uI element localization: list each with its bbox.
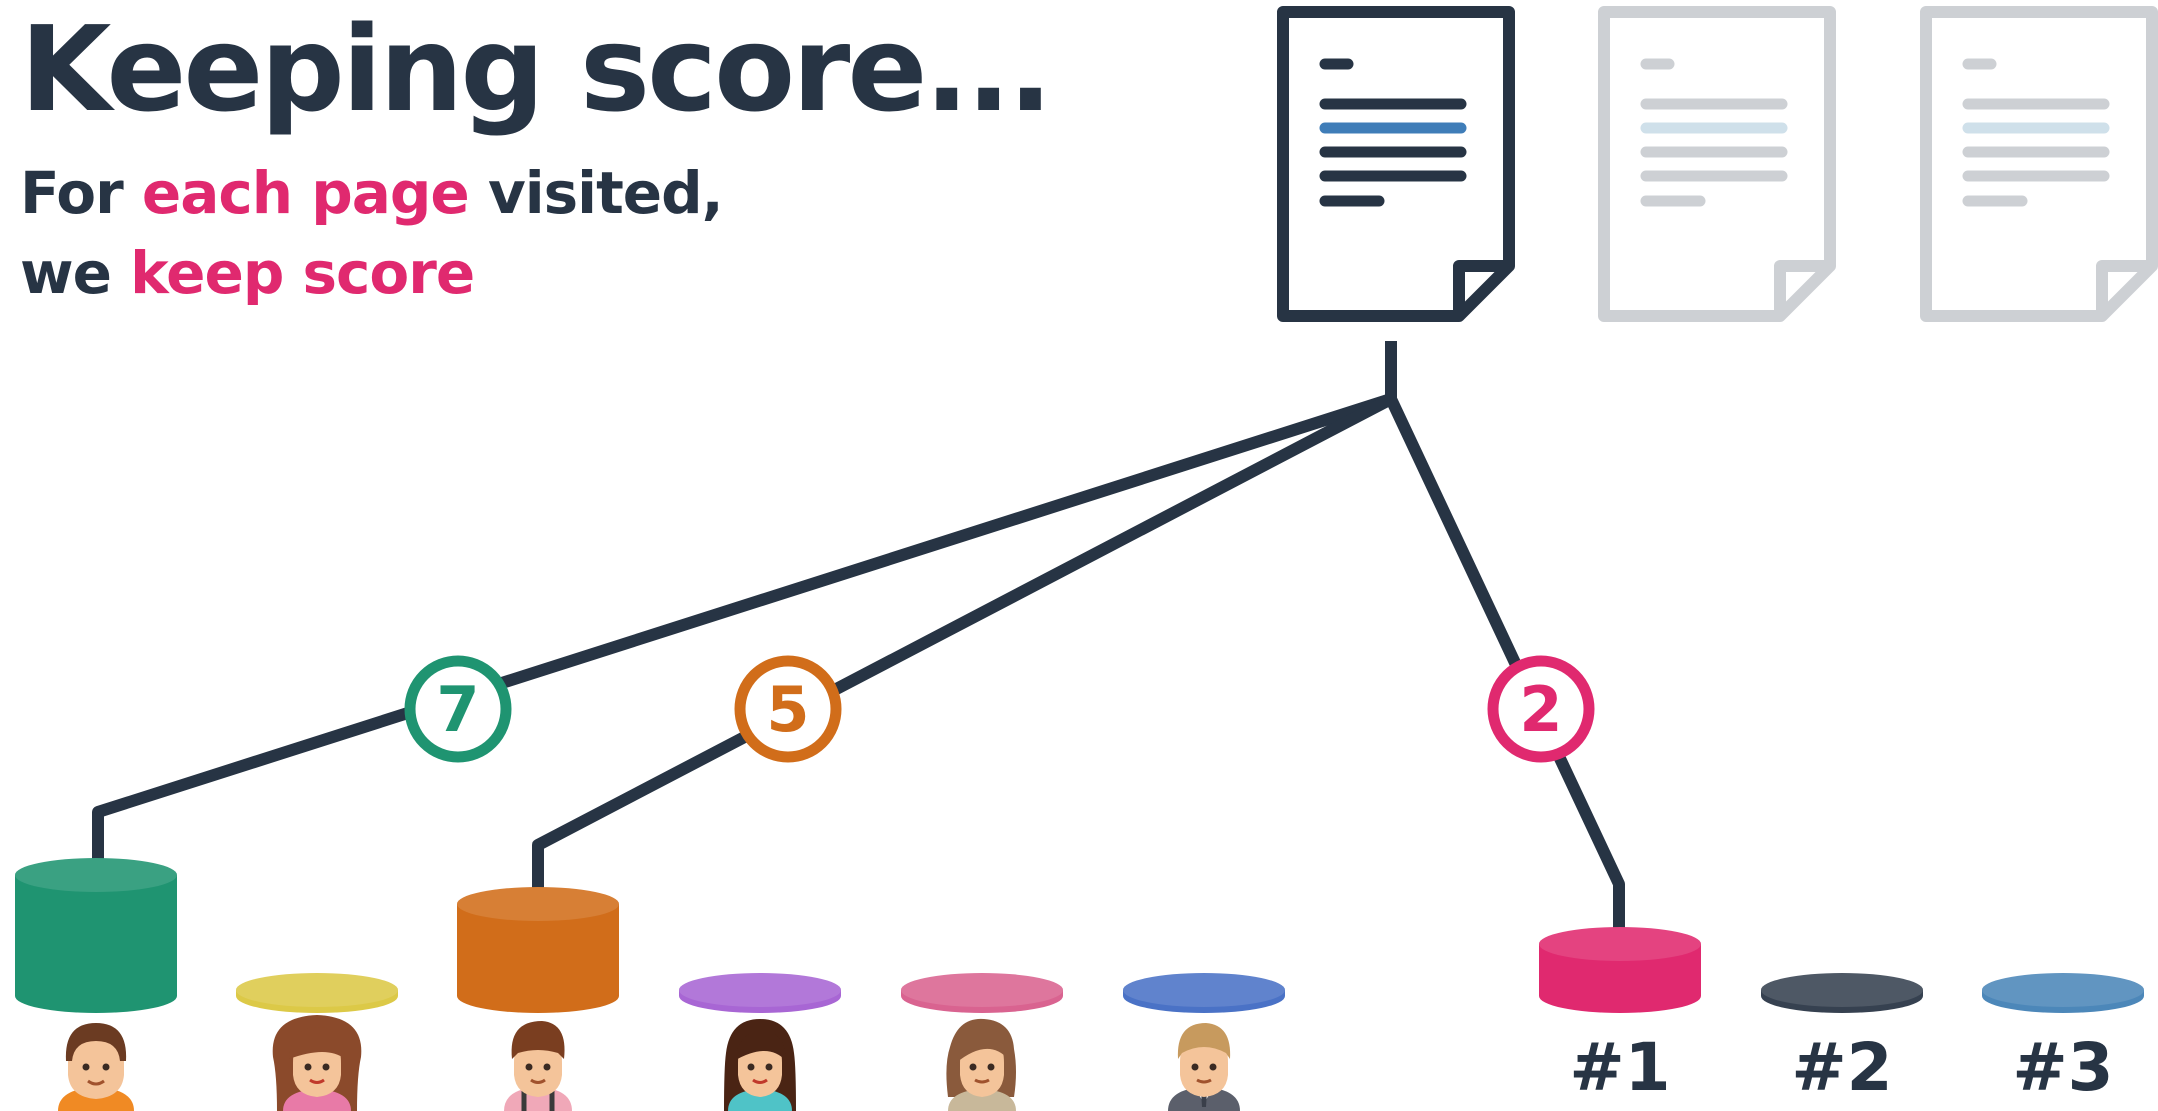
subtitle-text: we <box>20 239 131 307</box>
score-disc <box>1123 973 1285 1013</box>
score-badges: 7 5 2 <box>404 655 1595 763</box>
score-badge: 2 <box>1487 655 1595 763</box>
score-value: 2 <box>1519 673 1562 746</box>
disc-top <box>1539 927 1701 961</box>
document-fold <box>2096 260 2152 316</box>
document-outline <box>1598 6 1836 322</box>
score-disc <box>236 973 398 1013</box>
disc-body <box>457 904 619 1013</box>
user-score-discs <box>15 858 1285 1013</box>
disc-top <box>15 858 177 892</box>
subtitle-line-1: For each page visited, <box>20 153 724 233</box>
subtitle-highlight: each page <box>141 159 470 227</box>
score-disc <box>679 973 841 1013</box>
man-suit-avatar <box>1168 1023 1240 1111</box>
rank-label: #2 <box>1791 1029 1892 1106</box>
connector-line-user-1 <box>92 393 1393 875</box>
rank-disc <box>1982 973 2144 1013</box>
disc-top <box>1761 973 1923 1007</box>
disc-top <box>1982 973 2144 1007</box>
score-badge: 5 <box>734 655 842 763</box>
document-fold <box>1453 260 1509 316</box>
score-badge-ring <box>1487 655 1595 763</box>
rank-label: #1 <box>1569 1029 1670 1106</box>
score-badge-ring <box>404 655 512 763</box>
score-disc <box>15 858 177 1013</box>
disc-top <box>901 973 1063 1007</box>
boy-orange-shirt-avatar <box>58 1023 134 1111</box>
score-disc <box>457 887 619 1013</box>
girl-teal-shirt-avatar <box>724 1019 796 1111</box>
document-icon <box>1277 6 1515 322</box>
long-hair-person-avatar <box>946 1018 1016 1111</box>
disc-top <box>457 887 619 921</box>
document-icon-faded <box>1920 6 2158 322</box>
score-badge-ring <box>734 655 842 763</box>
rank-disc <box>1761 973 1923 1013</box>
subtitle-highlight: keep score <box>130 239 475 307</box>
subtitle: For each page visited, we keep score <box>20 153 724 313</box>
rank-score-discs <box>1539 927 2144 1013</box>
document-outline <box>1277 6 1515 322</box>
subtitle-line-2: we keep score <box>20 233 723 313</box>
subtitle-text: visited, <box>468 159 724 227</box>
document-icon-faded <box>1598 6 1836 322</box>
connector-line-user-3 <box>532 393 1394 904</box>
disc-body <box>1539 944 1701 1013</box>
score-value: 7 <box>436 673 479 746</box>
curly-hair-girl-avatar <box>272 1015 362 1111</box>
score-disc <box>901 973 1063 1013</box>
rank-disc <box>1539 927 1701 1013</box>
rank-label: #3 <box>2012 1029 2113 1106</box>
disc-top <box>236 973 398 1007</box>
document-fold <box>1774 260 1830 316</box>
document-outline <box>1920 6 2158 322</box>
disc-top <box>1123 973 1285 1007</box>
boy-suspenders-avatar <box>504 1021 572 1111</box>
connector-lines <box>92 341 1625 944</box>
score-value: 5 <box>766 673 809 746</box>
subtitle-text: For <box>20 159 142 227</box>
user-avatars <box>58 1015 1240 1111</box>
score-badge: 7 <box>404 655 512 763</box>
disc-top <box>679 973 841 1007</box>
disc-body <box>15 875 177 1013</box>
page-title: Keeping score... <box>20 0 1053 138</box>
rank-labels: #1 #2 #3 <box>1569 1029 2113 1106</box>
connector-line-rank-1 <box>1385 396 1625 944</box>
